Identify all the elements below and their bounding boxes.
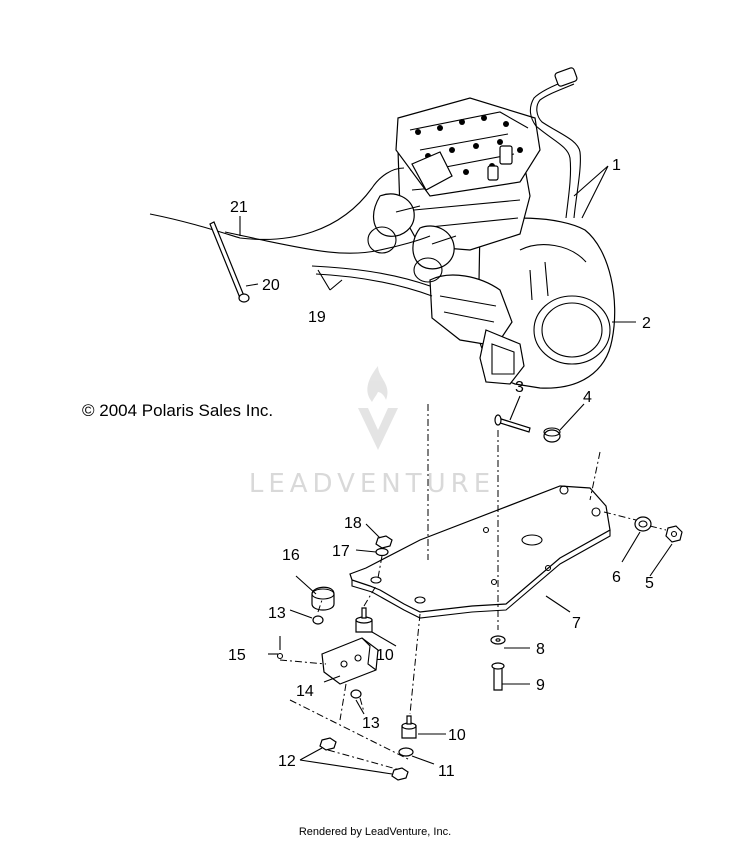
bolt-20 — [209, 221, 250, 303]
pin-15 — [276, 636, 284, 660]
nut-12a — [319, 737, 337, 751]
callout-19: 19 — [308, 309, 326, 326]
callout-10b: 10 — [448, 727, 466, 744]
watermark-text: LEADVENTURE — [249, 469, 495, 499]
bolt-3 — [494, 414, 531, 433]
leader-lines — [239, 165, 673, 775]
footer-credit: Rendered by LeadVenture, Inc. — [298, 826, 452, 838]
callout-17: 17 — [332, 543, 350, 560]
nut-5 — [665, 525, 683, 543]
callout-10a: 10 — [376, 647, 394, 664]
assembly-lines — [279, 404, 667, 771]
callout-1: 1 — [612, 157, 621, 174]
callout-18: 18 — [344, 515, 362, 532]
rubber-mount-10a — [355, 607, 373, 633]
rubber-mount-4 — [543, 427, 561, 443]
callout-13a: 13 — [268, 605, 286, 622]
nut-18 — [375, 535, 393, 549]
callout-6: 6 — [612, 569, 621, 586]
callout-8: 8 — [536, 641, 545, 658]
callout-4: 4 — [583, 389, 592, 406]
copyright-text: © 2004 Polaris Sales Inc. — [82, 401, 273, 420]
callout-15: 15 — [228, 647, 246, 664]
callout-12: 12 — [278, 753, 296, 770]
watermark-logo — [358, 366, 398, 450]
washer-11 — [398, 747, 414, 757]
nut-13a — [312, 615, 324, 625]
callout-3: 3 — [515, 379, 524, 396]
callout-9: 9 — [536, 677, 545, 694]
callout-21: 21 — [230, 199, 248, 216]
washer-8 — [490, 635, 506, 645]
bracket-14 — [321, 637, 379, 685]
callout-16: 16 — [282, 547, 300, 564]
rubber-mount-6 — [634, 516, 652, 532]
callout-2: 2 — [642, 315, 651, 332]
bolt-9 — [491, 662, 505, 691]
nut-13b — [350, 689, 362, 699]
callouts: 1 2 3 4 5 6 7 8 9 10 10 11 12 13 13 14 1… — [228, 157, 654, 780]
callout-20: 20 — [262, 277, 280, 294]
washer-17 — [375, 547, 389, 557]
callout-11: 11 — [438, 763, 455, 780]
callout-14: 14 — [296, 683, 314, 700]
callout-7: 7 — [572, 615, 581, 632]
callout-5: 5 — [645, 575, 654, 592]
callout-13b: 13 — [362, 715, 380, 732]
engine-assembly — [149, 67, 616, 389]
bumper-16 — [311, 586, 335, 611]
rubber-mount-10b — [401, 715, 417, 739]
nut-12b — [391, 767, 409, 781]
engine-mount-plate — [349, 485, 611, 619]
